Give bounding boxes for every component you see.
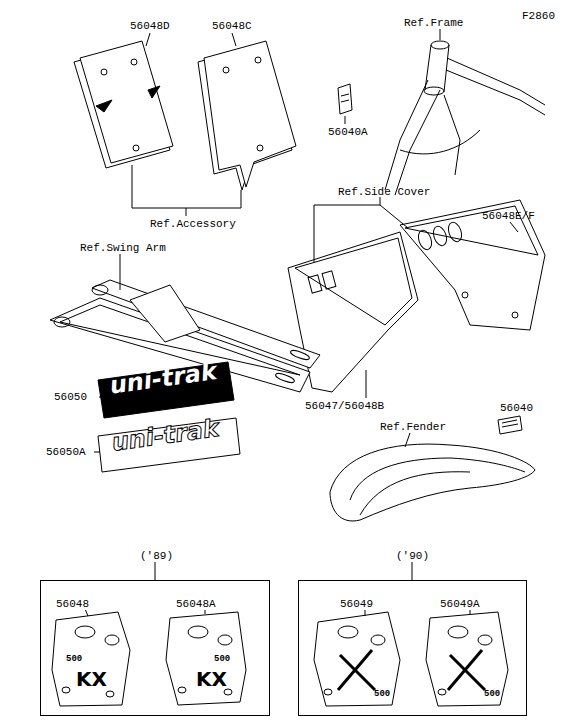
- side-cover-left: [288, 232, 418, 392]
- part-number: 56048C: [212, 20, 252, 32]
- part-number: 56040A: [328, 126, 368, 138]
- reference-label: Ref.Side Cover: [338, 186, 430, 198]
- part-number: 56048A: [175, 598, 217, 610]
- year-heading: ('90): [395, 550, 430, 562]
- part-number: 56049A: [439, 598, 481, 610]
- year-panel: ('89)5604856048A: [40, 580, 270, 716]
- part-number: 56048D: [130, 20, 170, 32]
- part-number: 56050: [54, 391, 87, 403]
- decal-90-right: [426, 612, 508, 706]
- decal-text: KX: [76, 668, 107, 690]
- year-heading: ('89): [139, 550, 174, 562]
- decal-text: 500: [484, 690, 500, 700]
- decal-text: 500: [214, 655, 230, 665]
- decal-89-right: [166, 612, 246, 705]
- decal-89-left: [52, 612, 130, 706]
- part-number: 56048: [55, 598, 90, 610]
- part-number: 56050A: [46, 446, 86, 458]
- front-fender: [330, 444, 535, 521]
- reference-label: Ref.Fender: [380, 421, 446, 433]
- frame: [385, 41, 545, 195]
- number-plate-d: [74, 41, 173, 168]
- figure-number: F2860: [522, 10, 555, 22]
- number-plate-c: [198, 41, 296, 190]
- decal-text: KX: [196, 668, 227, 690]
- decal-56040a: [338, 84, 352, 114]
- decal-text: 500: [374, 690, 390, 700]
- side-cover-right: [400, 200, 545, 330]
- part-number: 56049: [339, 598, 374, 610]
- reference-label: Ref.Accessory: [150, 218, 236, 230]
- part-number: 56048E/F: [482, 210, 535, 222]
- reference-label: Ref.Frame: [404, 17, 463, 29]
- part-number: 56047/56048B: [305, 400, 384, 412]
- decal-text: 500: [66, 655, 82, 665]
- decal-90-left: [314, 612, 400, 706]
- reference-label: Ref.Swing Arm: [80, 242, 166, 254]
- part-number: 56040: [500, 402, 533, 414]
- decal-56040: [498, 416, 522, 434]
